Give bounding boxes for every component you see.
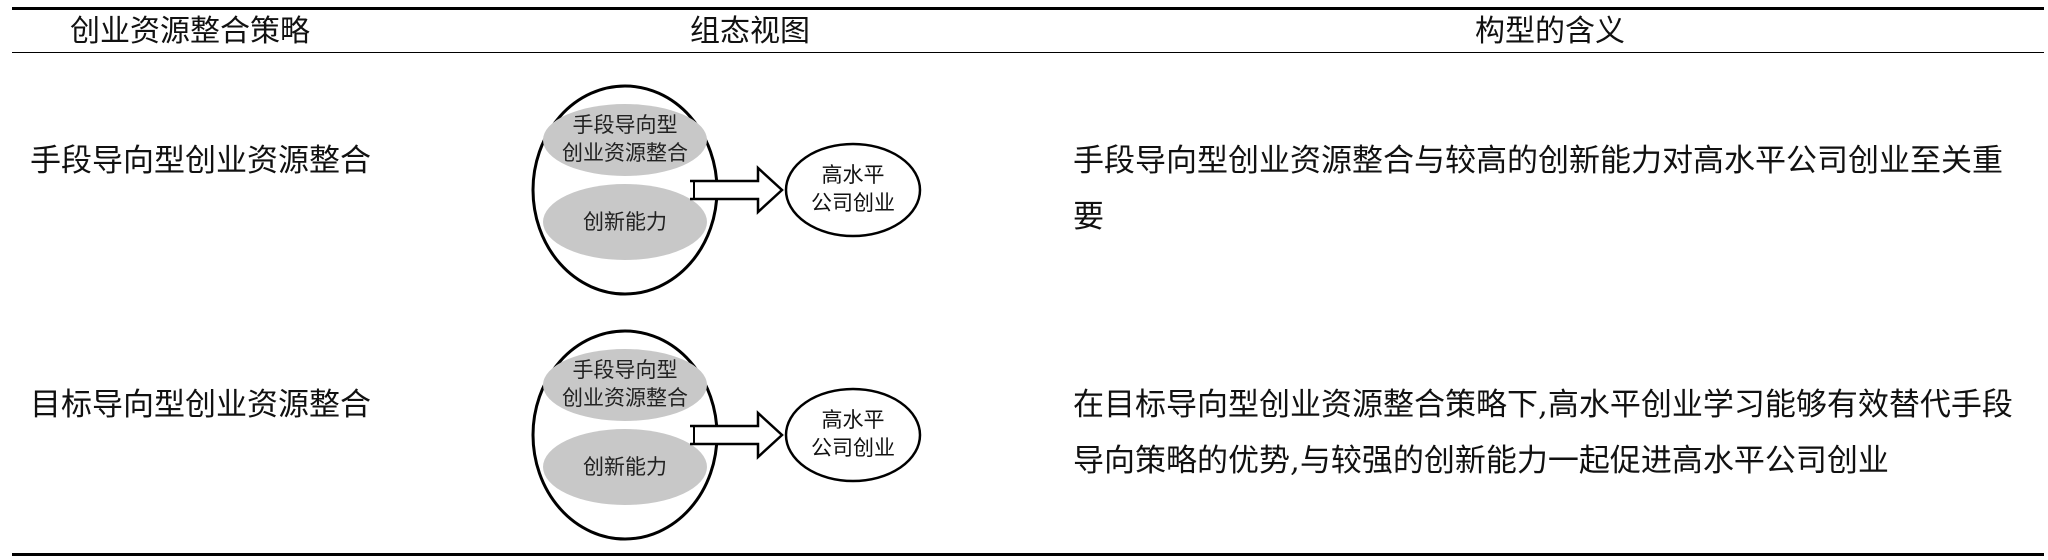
factor-top-line1: 手段导向型 <box>573 358 678 382</box>
implies-arrow <box>690 410 784 460</box>
row1-meaning: 手段导向型创业资源整合与较高的创新能力对高水平公司创业至关重要 <box>1073 143 2003 235</box>
outcome-ellipse <box>784 387 922 483</box>
factor-bottom-label: 创新能力 <box>583 210 667 234</box>
factor-top-line2: 创业资源整合 <box>562 141 688 165</box>
header-meaning: 构型的含义 <box>1475 14 1625 49</box>
factor-means-oriented-ellipse <box>543 349 707 421</box>
outcome-line2: 公司创业 <box>811 436 895 460</box>
table-bottom-rule <box>12 553 2044 556</box>
outcome-ellipse <box>784 142 922 238</box>
header-strategy: 创业资源整合策略 <box>70 14 310 49</box>
outcome-line2: 公司创业 <box>811 191 895 215</box>
row1-configuration-diagram: 手段导向型 创业资源整合 创新能力 高水平 公司创业 <box>510 80 950 300</box>
factor-means-oriented-ellipse <box>543 104 707 176</box>
factor-innovation-ellipse <box>543 184 707 260</box>
factor-bottom-label: 创新能力 <box>583 455 667 479</box>
factor-top-line1: 手段导向型 <box>573 113 678 137</box>
outcome-line1: 高水平 <box>822 163 885 187</box>
header-configuration-view: 组态视图 <box>690 14 810 49</box>
implies-arrow <box>690 165 784 215</box>
row2-strategy: 目标导向型创业资源整合 <box>30 387 371 423</box>
table-header-rule <box>12 52 2044 53</box>
row2-configuration-diagram: 手段导向型 创业资源整合 创新能力 高水平 公司创业 <box>510 325 950 545</box>
outcome-line1: 高水平 <box>822 408 885 432</box>
factor-top-line2: 创业资源整合 <box>562 386 688 410</box>
row2-meaning: 在目标导向型创业资源整合策略下,高水平创业学习能够有效替代手段导向策略的优势,与… <box>1073 387 2013 479</box>
row1-strategy: 手段导向型创业资源整合 <box>30 143 371 179</box>
table-top-rule <box>12 7 2044 10</box>
factor-innovation-ellipse <box>543 429 707 505</box>
